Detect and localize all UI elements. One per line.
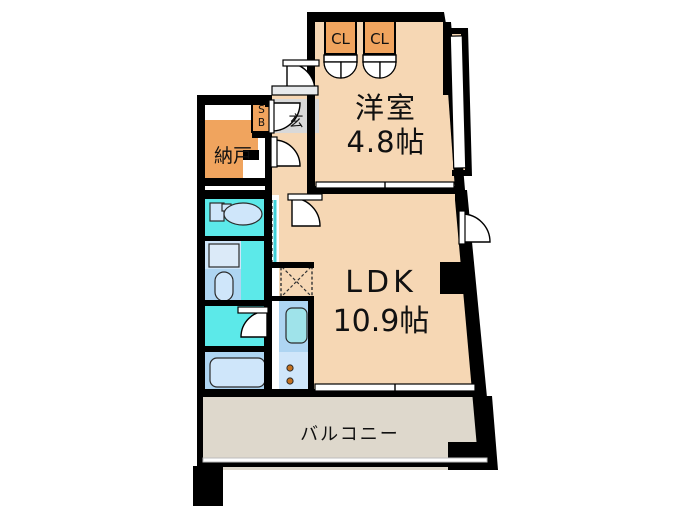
wall-nando-top xyxy=(197,95,272,105)
hall-upper-door-leaf xyxy=(282,59,320,67)
washitsu-name: 洋室 xyxy=(355,91,417,125)
doors-and-windows: 玄 xyxy=(200,35,491,463)
ldk-floor xyxy=(279,192,477,393)
wall-kitchen-right xyxy=(308,296,314,393)
room-labels: 洋室 4.8帖 LDK 10.9帖 納戸 バルコニー xyxy=(214,91,429,445)
wall-kitchen-top xyxy=(272,262,314,268)
wall-wash-dress xyxy=(197,300,267,306)
closet-right-arc-b xyxy=(379,61,397,79)
kitchen-sink-fixture xyxy=(285,307,308,344)
closet-left-door-leaf xyxy=(323,54,358,63)
wall-washitsu-ldk xyxy=(313,186,459,194)
closets-group: CL CL xyxy=(323,20,397,79)
closet-right-label: CL xyxy=(370,30,389,48)
balcony-rail xyxy=(200,462,490,467)
genkan-label: 玄 xyxy=(288,112,303,130)
plumbing-fixtures xyxy=(208,202,308,388)
wall-top xyxy=(313,12,444,22)
closet-left-label: CL xyxy=(331,30,350,48)
hatch-diag-b xyxy=(281,266,312,297)
stove-burner-front xyxy=(286,364,294,372)
stove-burner-rear xyxy=(286,377,294,385)
wall-left-exterior xyxy=(197,95,205,395)
closet-left-arc-b xyxy=(340,61,358,79)
window-bay-frame xyxy=(449,28,472,176)
shoe-box-label-bottom: B xyxy=(258,117,265,129)
ldk-side-door-leaf xyxy=(458,210,466,245)
washitsu-size: 4.8帖 xyxy=(346,125,425,159)
wall-kitchen-split xyxy=(272,296,314,301)
washbasin-bowl xyxy=(214,271,234,302)
bathtub-fixture xyxy=(209,357,266,388)
storage-hatch-outline xyxy=(280,265,313,298)
wall-nando-bottom xyxy=(197,178,272,186)
balcony-floor xyxy=(200,396,489,470)
balcony-rail-glass xyxy=(202,457,488,463)
column-ldk-right xyxy=(440,262,474,294)
closet-left-box xyxy=(324,20,357,55)
nando-floor xyxy=(205,120,258,178)
dressing-door-leaf xyxy=(237,306,269,314)
wall-nando-notch xyxy=(243,150,259,160)
shoe-box-label-top: S xyxy=(258,104,265,116)
hatch-diag-a xyxy=(281,266,312,297)
wall-wet-top xyxy=(197,190,272,199)
ldk-balcony-side-door-swing xyxy=(461,213,491,243)
ldk-name: LDK xyxy=(345,265,417,300)
wall-hall-left xyxy=(265,138,272,196)
overhead-storage-hatch xyxy=(280,265,313,298)
closet-right-door-leaf xyxy=(362,54,397,63)
wall-bottom-interior xyxy=(197,389,482,397)
nando-name: 納戸 xyxy=(214,145,252,167)
wall-washitsu-left xyxy=(307,12,315,194)
hall-threshold-upper xyxy=(271,85,319,96)
balcony-name: バルコニー xyxy=(300,424,400,445)
stove-burners xyxy=(286,364,294,385)
vanity-mirror xyxy=(208,243,240,268)
pillar-balcony-left xyxy=(193,466,223,506)
toilet-bowl xyxy=(223,202,263,226)
pillar-balcony-right xyxy=(448,442,484,470)
wall-shoebox-bottom xyxy=(252,132,272,138)
washitsu-bay-window xyxy=(449,35,467,169)
ldk-entry-door-leaf xyxy=(287,193,323,201)
wall-dress-bath xyxy=(197,346,267,352)
nando-door-leaf xyxy=(270,136,278,168)
ldk-size: 10.9帖 xyxy=(333,304,430,339)
wall-balcony-left xyxy=(197,395,203,467)
entry-door-leaf xyxy=(268,99,275,134)
stove-counter-floor xyxy=(279,352,313,393)
walls xyxy=(193,12,498,506)
wall-wet-right xyxy=(264,190,272,395)
nando-door-swing xyxy=(273,139,301,167)
